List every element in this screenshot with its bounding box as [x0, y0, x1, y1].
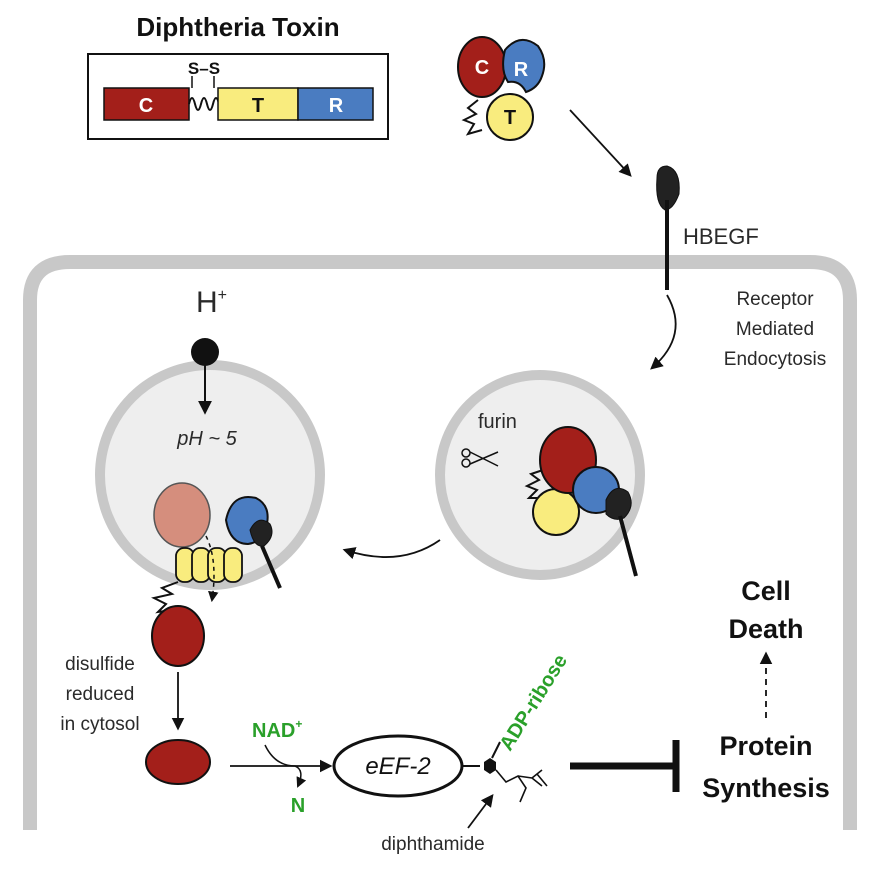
receptor-icon [656, 165, 680, 290]
domain-c-label: C [139, 95, 153, 117]
domain-t-label: T [252, 95, 264, 117]
released-c-domain [151, 605, 205, 667]
cytosolic-c-domain [145, 739, 211, 785]
proton-pump [191, 338, 219, 366]
disulfide-label: S–S [188, 59, 220, 78]
endosome-receptor-stem [618, 515, 638, 577]
pore-receptor-stem [260, 545, 282, 589]
free-toxin: T C R [457, 36, 546, 141]
pore-loop [151, 581, 179, 614]
diphthamide-label: diphthamide [381, 834, 485, 855]
domain-c-bar [103, 87, 190, 121]
endocytosis-line-1: Receptor [736, 289, 814, 310]
eef2-label: eEF-2 [365, 753, 430, 780]
endosome-toxin-t [532, 488, 580, 536]
proton-label: H+ [196, 286, 227, 319]
adp-bond [491, 741, 501, 759]
disulfide-line-2: reduced [66, 684, 135, 705]
faded-c-domain [153, 482, 211, 548]
early-endosome [435, 370, 645, 580]
n-label: N [291, 795, 305, 817]
endocytosis-line-2: Mediated [736, 319, 814, 340]
free-toxin-t-label: T [504, 107, 516, 129]
disulfide-line-3: in cytosol [60, 714, 139, 735]
diphthamide-arrow [467, 793, 494, 829]
receptor-label: HBEGF [683, 224, 759, 249]
free-toxin-r-label: R [514, 59, 529, 81]
cell-membrane [23, 255, 857, 830]
free-toxin-t [486, 93, 534, 141]
cell-death-line-2: Death [728, 614, 803, 644]
nad-label: NAD+ [252, 717, 302, 742]
protein-synthesis-line-1: Protein [719, 731, 812, 761]
endosome-receptor [605, 487, 632, 520]
maturation-arrow [342, 539, 441, 560]
adp-ribose-hexagon [484, 758, 496, 774]
endosome-toxin-loop [524, 469, 544, 499]
endocytosis-line-3: Endocytosis [724, 349, 826, 370]
diphthamide-chain [495, 769, 548, 803]
ph-label: pH ~ 5 [176, 428, 237, 450]
inhibition-icon [570, 740, 680, 792]
domain-r-bar [297, 87, 374, 121]
disulfide-line-1: disulfide [65, 654, 135, 675]
domain-r-label: R [329, 95, 344, 117]
translocation-arrow [205, 535, 219, 603]
scissors-icon [461, 448, 499, 468]
cell-death-line-1: Cell [741, 576, 791, 606]
free-toxin-loop [461, 99, 483, 136]
endocytosis-arrow [650, 294, 677, 370]
nad-curve [264, 744, 307, 788]
disulfide-loop [188, 97, 220, 111]
protein-synthesis-line-2: Synthesis [702, 773, 830, 803]
free-toxin-r [502, 39, 546, 94]
title: Diphtheria Toxin [136, 12, 339, 42]
adp-ribose-label: ADP-ribose [496, 651, 572, 755]
domain-t-bar [217, 87, 299, 121]
free-toxin-c-label: C [475, 57, 489, 79]
pore-receptor [249, 519, 273, 547]
t-domain-pore [175, 547, 243, 583]
binding-arrow [569, 109, 632, 177]
furin-label: furin [478, 411, 517, 433]
